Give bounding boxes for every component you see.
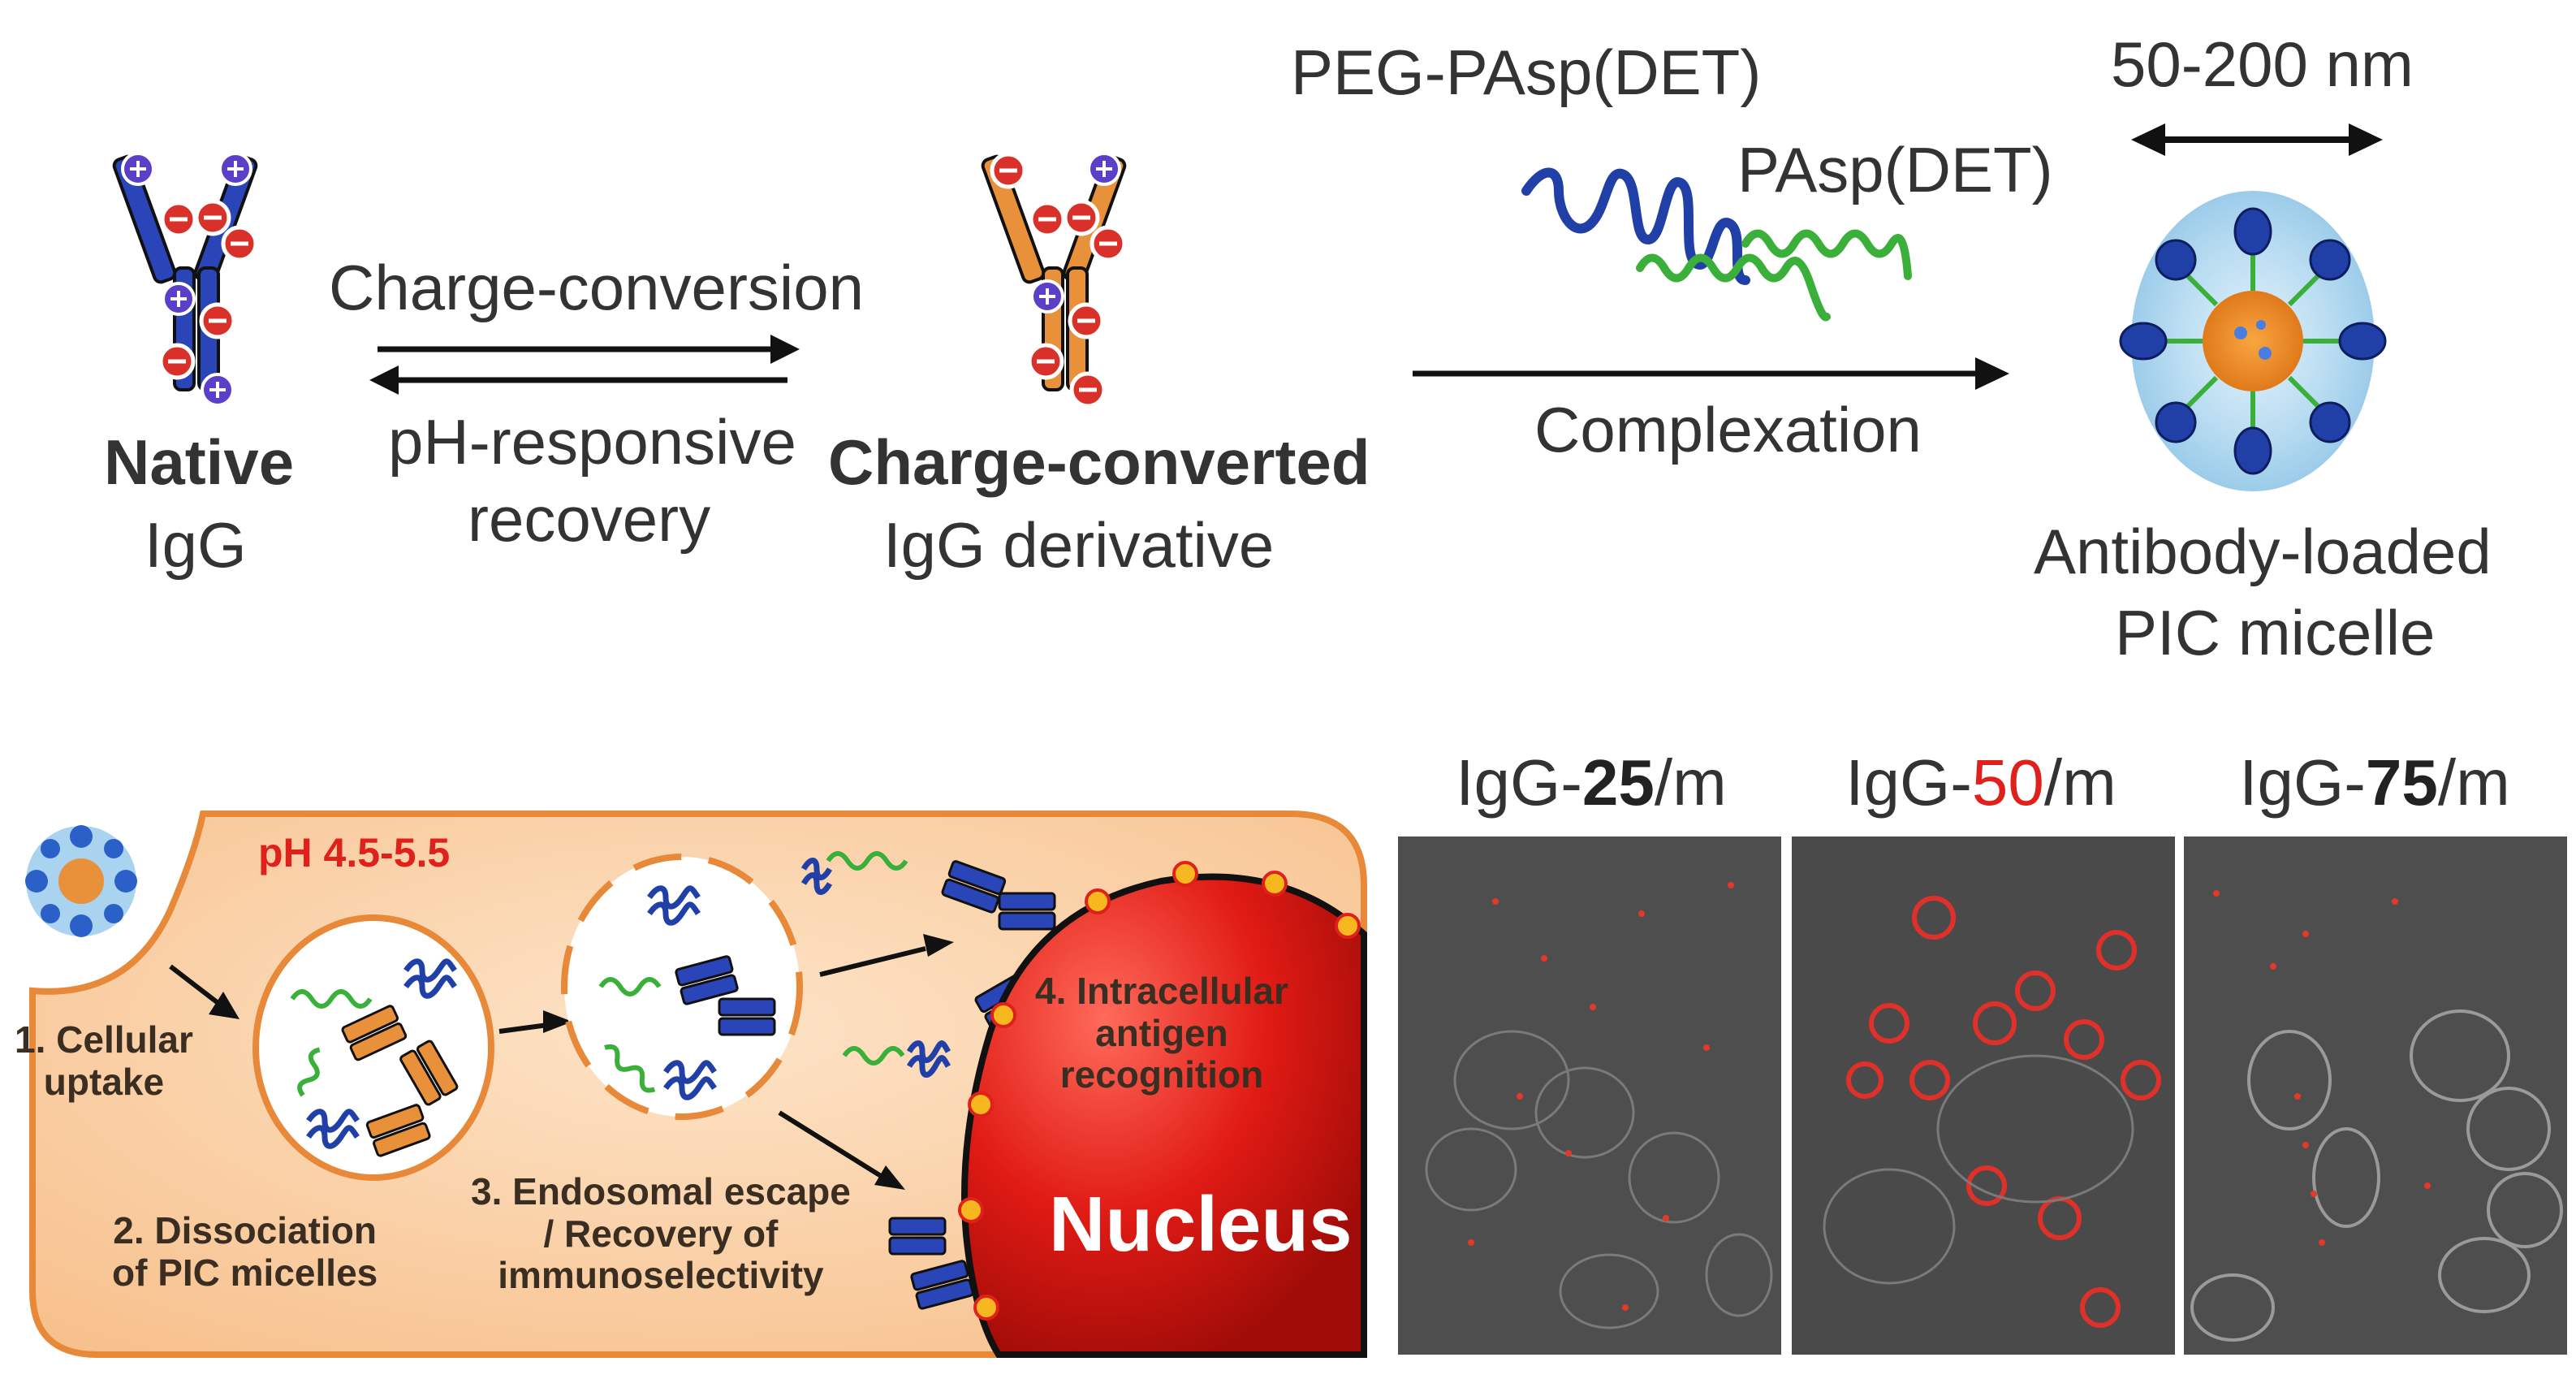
native-igg-icon: [112, 152, 258, 407]
peg-pasp-polymer-icon: [1521, 167, 1831, 322]
endosome-1-icon: [252, 914, 494, 1181]
size-double-arrow: [2131, 123, 2383, 156]
native-sublabel: IgG: [145, 509, 247, 581]
micrograph-igg-75: [2184, 836, 2567, 1355]
charge-converted-igg-icon: [981, 152, 1127, 409]
converted-sublabel: IgG derivative: [883, 509, 1275, 581]
charge-conversion-label: Charge-conversion: [329, 252, 865, 323]
micelle-sublabel: PIC micelle: [2115, 597, 2436, 668]
nucleus-label: Nucleus: [1049, 1181, 1353, 1268]
converted-label: Charge-converted: [828, 426, 1370, 498]
incoming-micelle-icon: [25, 825, 137, 937]
panel-title-75: IgG-75/m: [2239, 746, 2510, 819]
complexation-arrow: [1413, 357, 2009, 390]
pasp-label: PAsp(DET): [1737, 134, 2053, 205]
pasp-polymer-icon: [1741, 229, 1912, 280]
native-label: Native: [104, 426, 295, 498]
equilibrium-arrows: [369, 335, 800, 395]
micrograph-igg-25: [1398, 836, 1781, 1355]
panel-title-50: IgG-50/m: [1845, 746, 2116, 819]
nucleus-icon: [958, 861, 1367, 1358]
ph-recovery-label-2: recovery: [468, 483, 711, 555]
ph-recovery-label: pH-responsive: [388, 406, 796, 478]
micrograph-igg-50: [1792, 836, 2175, 1355]
endosome-2-icon: [561, 854, 803, 1120]
ph-label: pH 4.5-5.5: [258, 830, 451, 875]
cell-schematic: [25, 811, 1367, 1358]
panel-title-25: IgG-25/m: [1456, 746, 1727, 819]
peg-pasp-label: PEG-PAsp(DET): [1291, 37, 1762, 108]
micelle-label: Antibody-loaded: [2034, 516, 2492, 587]
micelle-icon: [2119, 191, 2387, 491]
size-label: 50-200 nm: [2111, 28, 2414, 100]
complexation-label: Complexation: [1534, 394, 1922, 465]
